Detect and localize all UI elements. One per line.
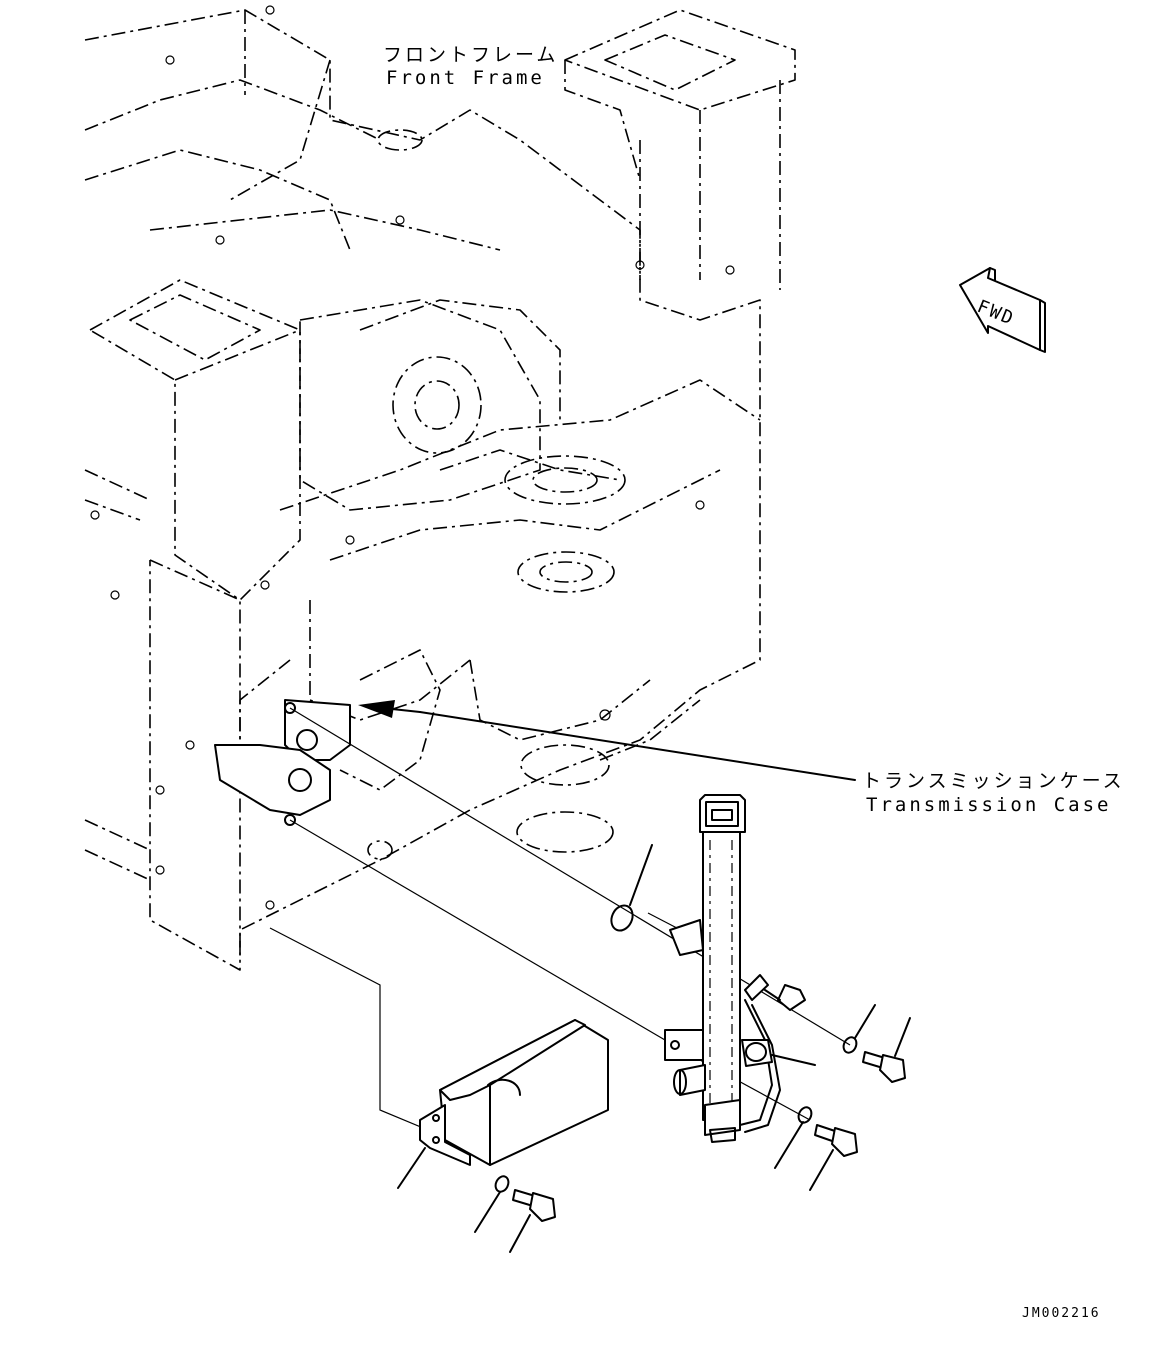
frame-bracket-lower <box>214 744 331 826</box>
drawing-code: JM002216 <box>1022 1306 1101 1321</box>
bolt-middle <box>809 1124 858 1191</box>
filler-tube-assembly <box>664 794 816 1143</box>
transmission-case-label-jp: トランスミッションケース <box>862 770 1125 792</box>
frame-bolt-holes <box>90 5 735 910</box>
o-ring <box>610 844 653 932</box>
washer-right <box>842 1004 876 1054</box>
bolt-left <box>509 1189 556 1253</box>
transmission-case-leader <box>358 700 856 781</box>
front-frame-label-en: Front Frame <box>386 67 545 89</box>
washer-left <box>474 1175 510 1233</box>
transmission-case-label-en: Transmission Case <box>866 794 1112 816</box>
cover-bracket <box>397 1019 609 1189</box>
washer-middle <box>774 1106 813 1169</box>
fwd-arrow-icon <box>959 267 1046 353</box>
bolt-right <box>862 1017 911 1083</box>
front-frame-outline <box>84 5 796 971</box>
front-frame-label-jp: フロントフレーム <box>383 44 559 66</box>
